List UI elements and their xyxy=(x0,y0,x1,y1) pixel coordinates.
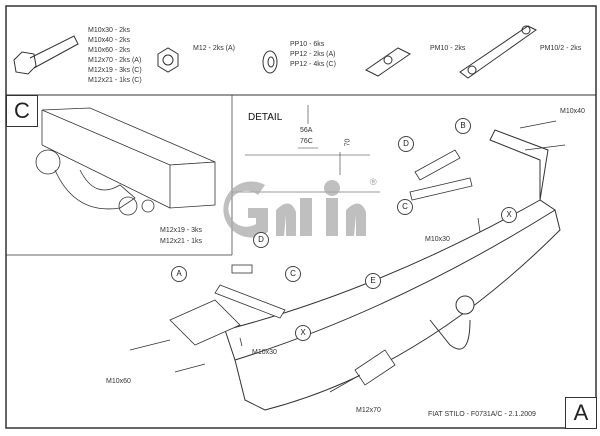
galia-logo xyxy=(223,180,366,238)
washer-icon xyxy=(262,50,278,74)
detail-dim-c: 76C xyxy=(300,138,313,145)
nut-label: M12 - 2ks (A) xyxy=(193,45,236,52)
panel-c-letter: C xyxy=(6,95,38,127)
part-label: M10x30 - 2ks xyxy=(88,27,131,34)
part-label: M12x70 - 2ks (A) xyxy=(88,57,142,64)
bolt-label-m10x60: M10x60 xyxy=(106,378,131,385)
callout-x: X xyxy=(295,325,311,341)
callout-c: C xyxy=(285,266,301,282)
part-label: PP10 - 6ks xyxy=(290,41,325,48)
part-label: M10x60 - 2ks xyxy=(88,47,131,54)
callout-x: X xyxy=(501,207,517,223)
bolt-label-m10x40: M10x40 xyxy=(560,108,585,115)
detail-title: DETAIL xyxy=(248,112,283,123)
bolt-icon xyxy=(13,35,79,75)
part-label: M12x19 - 3ks xyxy=(160,227,203,234)
bolt-label-m12x70: M12x70 xyxy=(356,407,381,414)
part-label: M10x40 - 2ks xyxy=(88,37,131,44)
bolts-drawing xyxy=(129,120,566,393)
part-label: PP12 - 4ks (C) xyxy=(290,61,336,68)
bolt-label-m10x30: M10x30 xyxy=(425,236,450,243)
long-plate-label: PM10/2 - 2ks xyxy=(540,45,582,52)
panel-c-drawing xyxy=(35,107,216,216)
detail-dim-a: 56A xyxy=(300,127,313,134)
part-label: M12x21 - 1ks xyxy=(160,238,203,245)
towbar-main-beam xyxy=(224,129,561,411)
logo-registered-mark: ® xyxy=(370,177,377,187)
callout-c: C xyxy=(397,199,413,215)
callout-d: D xyxy=(398,136,414,152)
callout-d: D xyxy=(253,232,269,248)
part-label: M12x21 - 1ks (C) xyxy=(88,77,142,84)
brackets xyxy=(169,149,473,386)
callout-b: B xyxy=(455,118,471,134)
plate-icon xyxy=(365,47,411,77)
panel-a-letter: A xyxy=(565,397,597,429)
plate-label: PM10 - 2ks xyxy=(430,45,466,52)
drawing-caption: FIAT STILO - F0731A/C - 2.1.2009 xyxy=(428,411,536,418)
bolt-label-m10x30: M10x30 xyxy=(252,349,277,356)
callout-a: A xyxy=(171,266,187,282)
detail-dim-v: 70 xyxy=(344,138,352,147)
part-label: M12x19 - 3ks (C) xyxy=(88,67,142,74)
callout-e: E xyxy=(365,273,381,289)
nut-icon xyxy=(157,47,179,73)
long-plate-icon xyxy=(459,25,537,79)
part-label: PP12 - 2ks (A) xyxy=(290,51,336,58)
